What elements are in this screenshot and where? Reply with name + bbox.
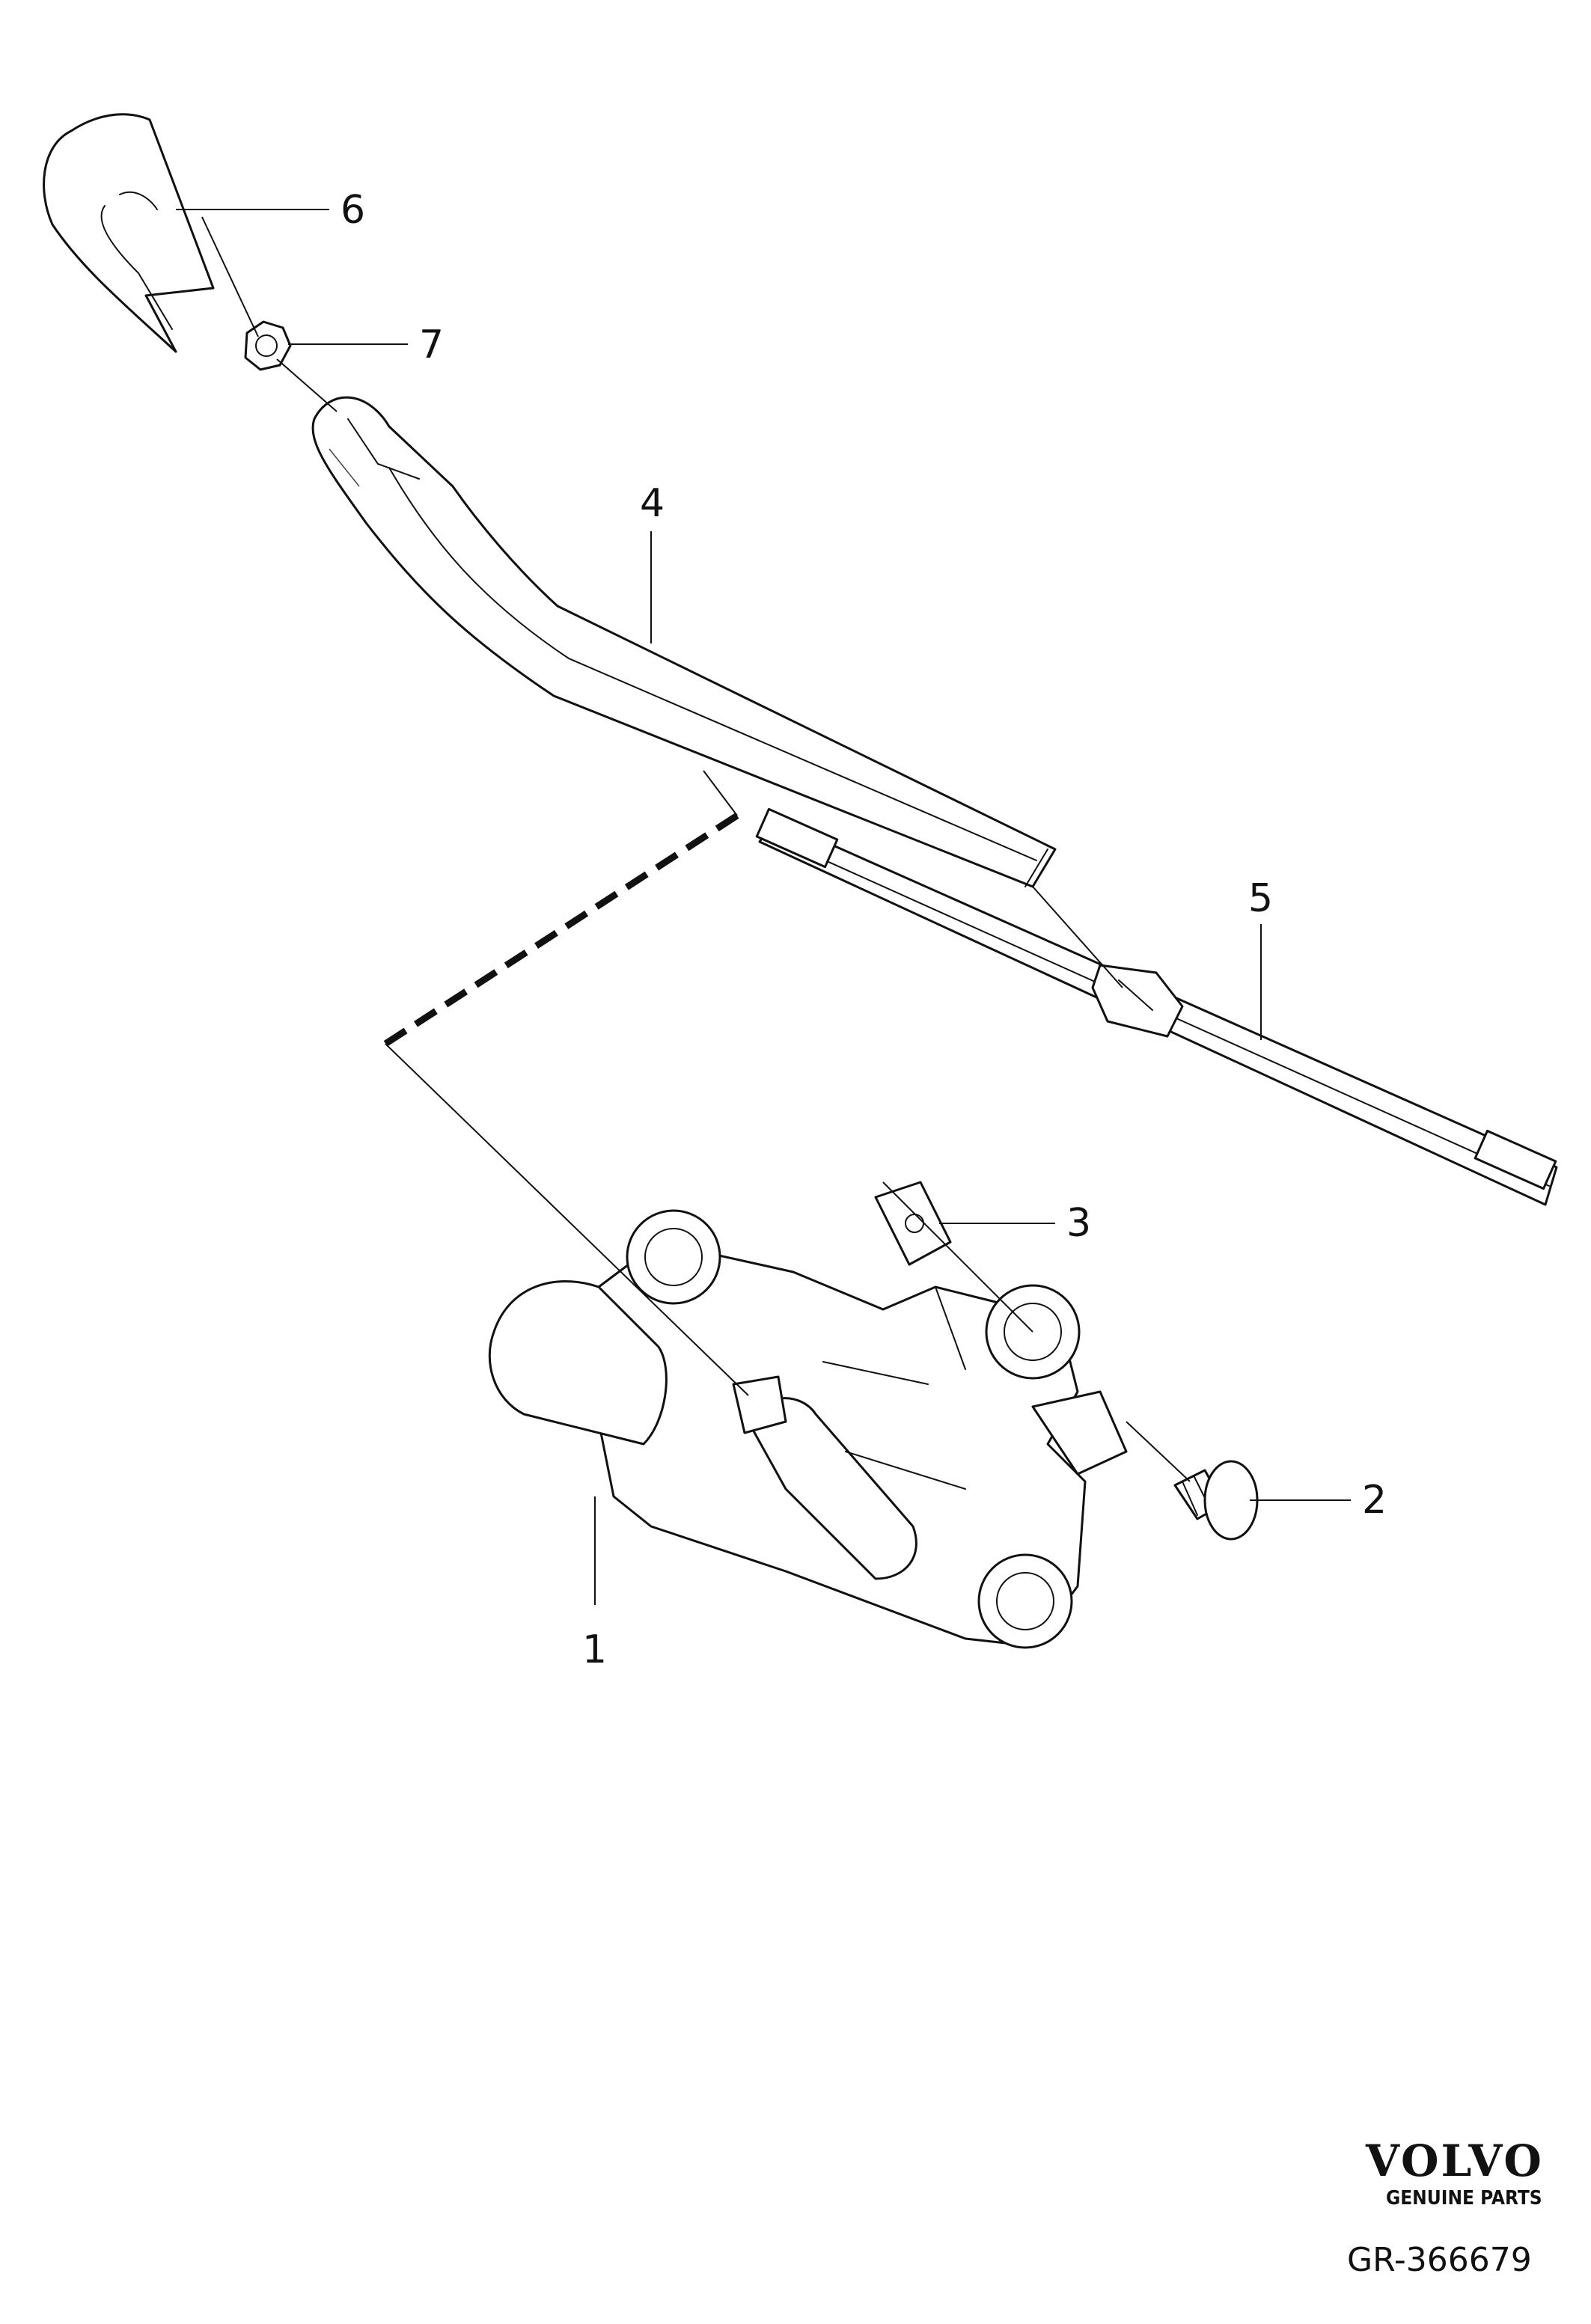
reference-code: GR-366679 bbox=[1347, 2241, 1532, 2279]
wiper-arm-cap bbox=[43, 113, 215, 353]
assembly-guide-dashed bbox=[383, 813, 739, 1047]
screw bbox=[1173, 1460, 1259, 1541]
assembly-guide-lines bbox=[201, 216, 1191, 1482]
brand-tagline: GENUINE PARTS bbox=[1386, 2187, 1542, 2210]
callout-label-5: 5 bbox=[1248, 876, 1273, 921]
callout-label-2: 2 bbox=[1362, 1478, 1387, 1523]
callout-label-7: 7 bbox=[419, 322, 444, 367]
callout-label-6: 6 bbox=[341, 188, 365, 233]
callout-label-1: 1 bbox=[582, 1627, 607, 1672]
brand-logo-text: VOLVO bbox=[1365, 2135, 1544, 2186]
nut bbox=[244, 320, 292, 371]
callout-leaders bbox=[176, 209, 1351, 1605]
wiper-blade bbox=[755, 807, 1558, 1206]
callout-label-3: 3 bbox=[1066, 1201, 1091, 1246]
wiper-motor bbox=[488, 1209, 1128, 1649]
wiper-arm bbox=[311, 396, 1057, 888]
callout-label-4: 4 bbox=[640, 481, 665, 526]
